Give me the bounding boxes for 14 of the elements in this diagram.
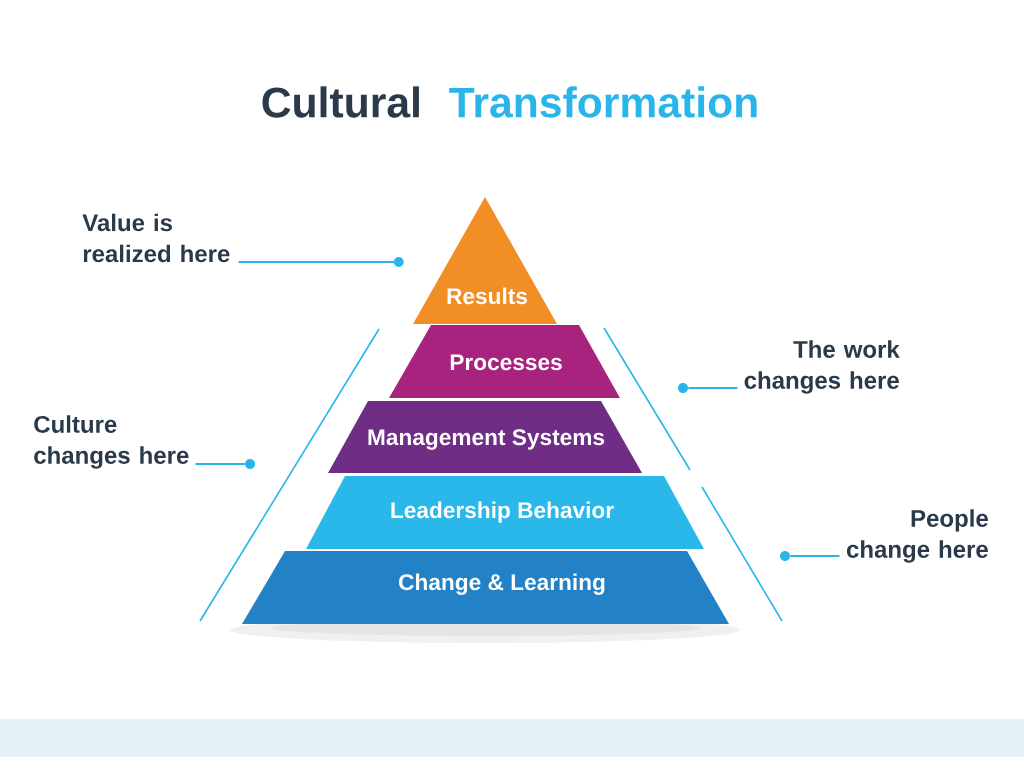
callout-text: The work changes here bbox=[744, 340, 900, 394]
pyramid-tier: Management Systems bbox=[328, 401, 642, 473]
pyramid-apex: Results bbox=[413, 197, 557, 324]
leader-line bbox=[194, 463, 246, 465]
leader-line bbox=[237, 257, 404, 267]
pyramid-tier: Leadership Behavior bbox=[306, 476, 704, 549]
leader-line bbox=[687, 387, 739, 389]
callout-text: Culture changes here bbox=[34, 415, 189, 469]
callout-text: People change here bbox=[846, 509, 988, 563]
pyramid-tier: Processes bbox=[389, 325, 620, 398]
title: Cultural Transformation bbox=[262, 86, 757, 118]
callout-text: Value is realized here bbox=[82, 213, 230, 263]
leader-line bbox=[789, 555, 841, 557]
pyramid-tier: Change & Learning bbox=[242, 551, 729, 624]
